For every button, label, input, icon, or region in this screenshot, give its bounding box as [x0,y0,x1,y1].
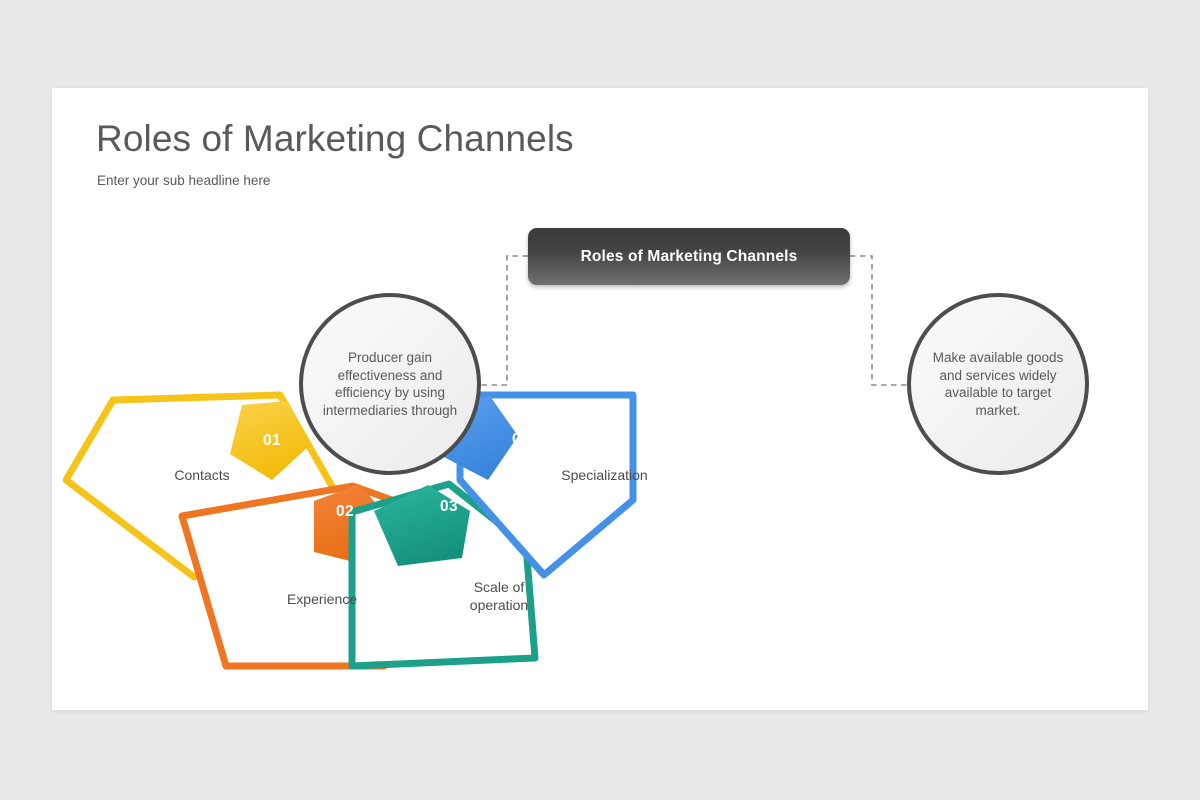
center-title-box[interactable]: Roles of Marketing Channels [528,228,850,285]
circle-right-text: Make available goods and services widely… [932,350,1064,418]
diagram-graphics [62,255,943,670]
marketing-channels-diagram: Roles of Marketing Channels Producer gai… [52,88,1148,710]
page-subtitle: Enter your sub headline here [97,173,271,188]
circle-producer-gain[interactable]: Producer gain effectiveness and efficien… [299,293,481,475]
pentagon-03-scale-of-operation[interactable] [348,480,539,670]
center-title-label: Roles of Marketing Channels [580,247,798,265]
slide-card: Roles of Marketing Channels Enter your s… [52,88,1148,710]
connector-right [850,255,943,388]
circle-left-text: Producer gain effectiveness and efficien… [322,350,458,418]
circle-make-available[interactable]: Make available goods and services widely… [907,293,1089,475]
page-title: Roles of Marketing Channels [96,118,574,159]
